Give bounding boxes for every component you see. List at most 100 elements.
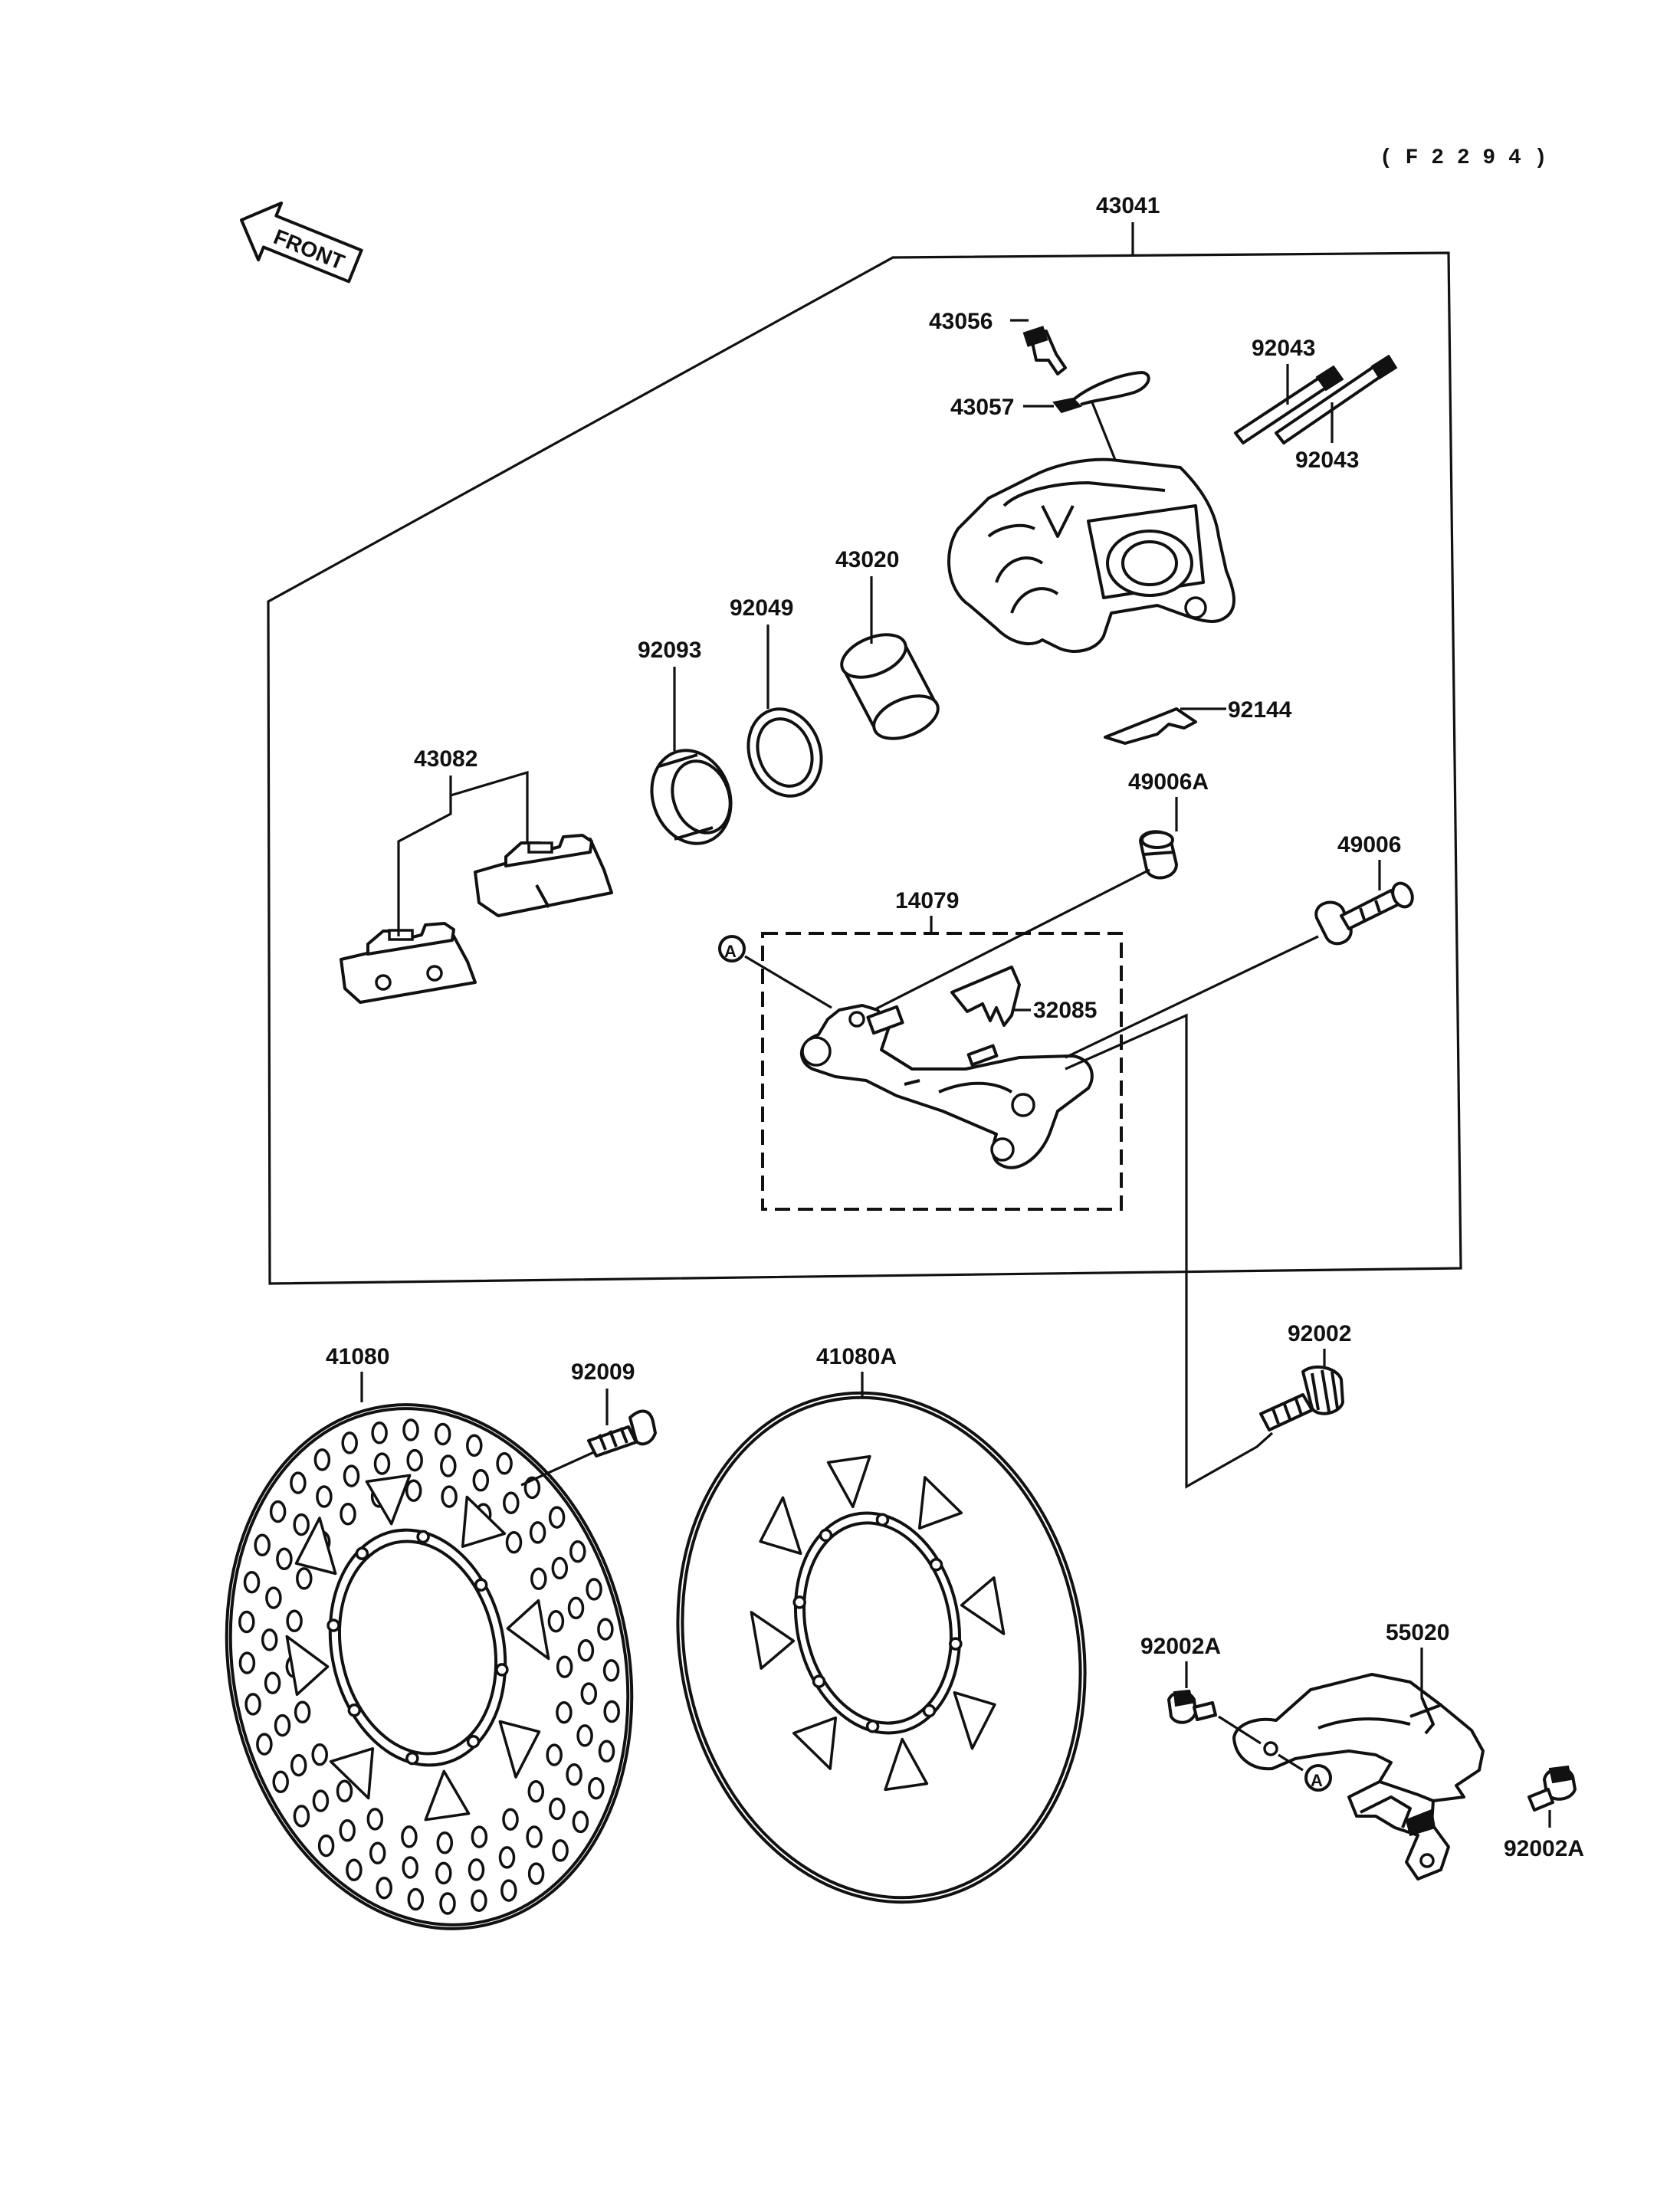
brake-pad-rear xyxy=(474,834,613,917)
caliper-body xyxy=(947,457,1235,653)
leader-ref-holder xyxy=(744,955,832,1009)
drill-hole xyxy=(439,1892,456,1915)
drill-hole xyxy=(471,1889,487,1912)
drill-hole xyxy=(556,1700,573,1724)
disc-cutout xyxy=(285,1635,330,1697)
drill-hole xyxy=(296,1567,313,1590)
disc-bolt-hole xyxy=(355,1546,369,1561)
drill-hole xyxy=(556,1655,573,1678)
drill-hole xyxy=(293,1513,310,1536)
drill-hole xyxy=(254,1533,271,1557)
drill-hole xyxy=(238,1651,256,1674)
leader-guard-bolt-left xyxy=(1218,1715,1262,1745)
drill-hole xyxy=(265,1586,282,1609)
drill-hole xyxy=(471,1825,488,1848)
brake-disc-plain xyxy=(676,1391,1087,1904)
drill-hole xyxy=(293,1805,310,1828)
leader-boot-a-to-holder xyxy=(873,868,1150,1012)
label-pad-spring: 92144 xyxy=(1228,697,1292,723)
label-pin-lower: 92043 xyxy=(1295,448,1359,473)
drill-hole xyxy=(343,1464,360,1487)
drill-hole xyxy=(312,1789,330,1812)
drill-hole xyxy=(339,1819,356,1842)
label-pads: 43082 xyxy=(414,746,477,772)
drill-hole xyxy=(505,1530,523,1554)
drill-hole xyxy=(576,1724,593,1747)
leader-boot-to-holder xyxy=(1065,935,1319,1059)
disc-cutout xyxy=(506,1599,550,1661)
disc-bolt-hole xyxy=(416,1530,430,1544)
disc-bolt xyxy=(587,1409,657,1458)
drill-hole xyxy=(272,1770,289,1794)
drill-hole xyxy=(548,1506,566,1529)
ref-marker-guard-label: A xyxy=(1311,1771,1323,1790)
label-piston-seal: 92049 xyxy=(730,595,793,621)
drill-hole xyxy=(376,1876,392,1900)
drill-hole xyxy=(551,1556,569,1580)
drill-hole xyxy=(502,1808,519,1831)
drill-hole xyxy=(290,1753,307,1777)
caliper-pin-upper xyxy=(1234,365,1344,444)
drill-hole xyxy=(313,1448,331,1471)
ref-marker-guard xyxy=(1304,1764,1332,1792)
drill-hole xyxy=(468,1858,485,1881)
drill-hole xyxy=(369,1841,386,1864)
drill-hole xyxy=(472,1469,490,1492)
drill-hole xyxy=(569,1540,586,1563)
drill-hole xyxy=(405,1479,422,1502)
disc-guard xyxy=(1232,1673,1485,1881)
disc-bolt-hole xyxy=(347,1703,362,1717)
drill-hole xyxy=(466,1434,483,1458)
disc-cutout xyxy=(461,1495,507,1548)
drill-hole xyxy=(547,1609,565,1633)
disc-bolt-hole xyxy=(466,1734,481,1749)
disc-cutout xyxy=(365,1474,412,1526)
disc-cutout xyxy=(960,1576,1006,1635)
diagram-code: ( F 2 2 9 4 ) xyxy=(1380,146,1547,170)
pad-spring xyxy=(1104,707,1197,745)
disc-bolt-hole xyxy=(929,1558,943,1572)
leader-pads xyxy=(397,770,529,936)
front-arrow-icon: FRONT xyxy=(240,201,363,284)
label-spring-plate: 32085 xyxy=(1033,998,1097,1023)
drill-hole xyxy=(434,1422,451,1446)
disc-cutout xyxy=(884,1737,929,1792)
drill-hole xyxy=(580,1682,598,1705)
label-pin-upper: 92043 xyxy=(1252,336,1315,361)
disc-cutout xyxy=(294,1517,337,1576)
drill-hole xyxy=(316,1485,333,1508)
disc-bolt-hole xyxy=(819,1528,833,1543)
drill-hole xyxy=(371,1421,388,1444)
label-bleed-valve: 43056 xyxy=(929,309,993,334)
disc-bolt-hole xyxy=(875,1513,890,1526)
label-guard: 55020 xyxy=(1386,1620,1449,1645)
drill-hole xyxy=(435,1861,452,1885)
label-guard-bolt-right: 92002A xyxy=(1504,1836,1584,1861)
disc-bolt-hole xyxy=(474,1578,488,1592)
boot-a xyxy=(1139,830,1178,880)
drill-hole xyxy=(566,1763,582,1786)
disc-cutout xyxy=(424,1769,471,1822)
caliper-holder xyxy=(799,1004,1094,1169)
drill-hole xyxy=(503,1491,520,1514)
drill-hole xyxy=(588,1776,605,1800)
drill-hole xyxy=(256,1733,273,1756)
disc-cutouts xyxy=(750,1454,1006,1792)
drill-hole xyxy=(572,1810,589,1834)
drill-hole xyxy=(290,1471,307,1494)
bleed-valve xyxy=(1022,326,1067,375)
disc-cutouts xyxy=(285,1474,550,1822)
drill-hole xyxy=(406,1448,423,1472)
holder-bolt xyxy=(1259,1365,1344,1431)
drill-hole xyxy=(552,1839,569,1862)
drill-hole xyxy=(603,1700,620,1723)
label-cap: 43057 xyxy=(950,395,1014,420)
label-holder: 14079 xyxy=(895,888,959,913)
drill-hole xyxy=(441,1485,458,1508)
drill-hole xyxy=(500,1879,517,1902)
disc-bolt-hole xyxy=(922,1703,937,1718)
holder-assembly-box xyxy=(761,932,1123,1211)
guard-bolt-right xyxy=(1527,1765,1577,1812)
drill-hole xyxy=(340,1503,356,1526)
drill-hole xyxy=(496,1452,513,1475)
